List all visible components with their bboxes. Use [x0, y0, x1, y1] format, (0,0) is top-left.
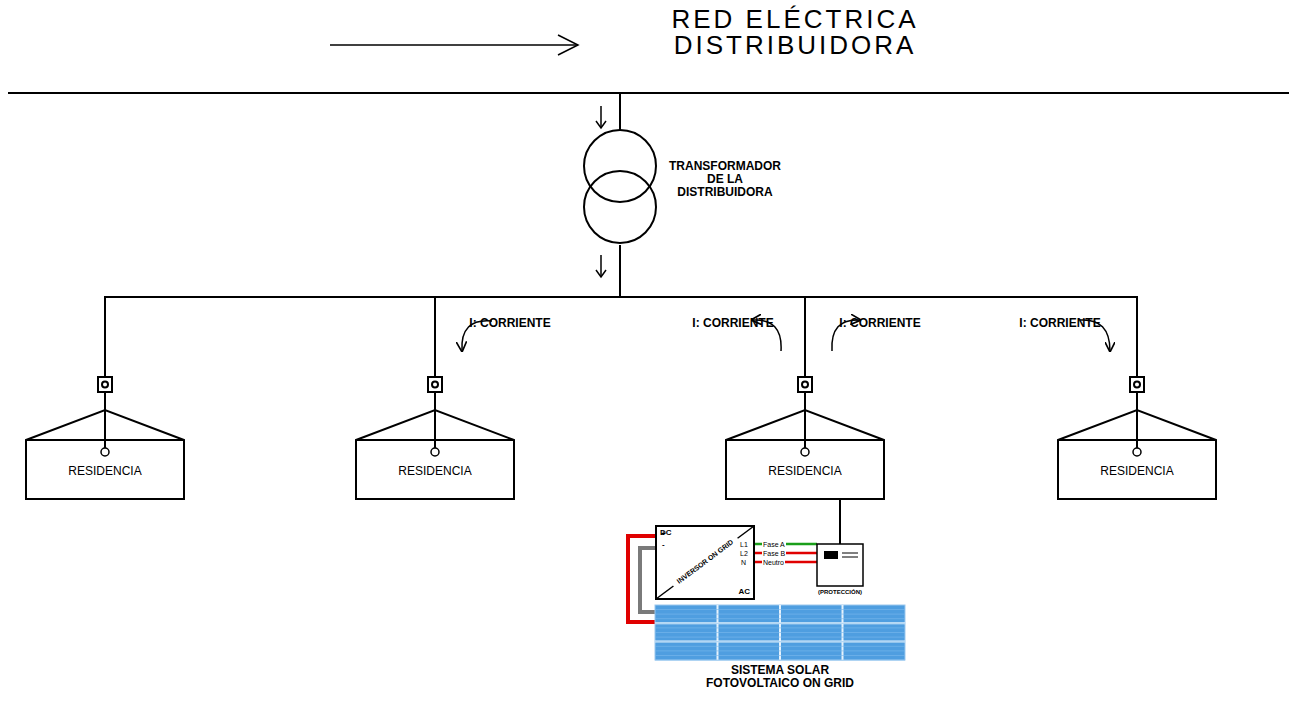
- panel-gap: [655, 622, 905, 624]
- house-outline: [726, 410, 884, 499]
- terminal-label: +: [661, 529, 666, 539]
- cell-line: [655, 660, 905, 661]
- breaker-symbol: [824, 551, 838, 559]
- service-drop: [434, 410, 436, 448]
- current-label: I: CORRIENTE: [460, 316, 560, 330]
- house-outline: [1058, 410, 1216, 499]
- service-drop: [1136, 410, 1138, 448]
- residence-house: RESIDENCIA: [25, 408, 185, 500]
- inverter-outline: [656, 526, 754, 599]
- wire: [640, 548, 655, 612]
- wire: [435, 245, 620, 410]
- cell-line: [655, 632, 905, 633]
- cell-line: [655, 614, 905, 615]
- residence-label: RESIDENCIA: [729, 464, 881, 478]
- connector: [105, 245, 620, 410]
- connector: [435, 245, 620, 410]
- current-label: I: CORRIENTE: [1010, 316, 1110, 330]
- service-drop: [104, 410, 106, 448]
- grid-line: [8, 92, 1289, 94]
- protection-box: (PROTECCIÓN): [812, 543, 868, 599]
- residence-label: RESIDENCIA: [1061, 464, 1213, 478]
- house-outline: [26, 410, 184, 499]
- down-arrow: [596, 106, 606, 277]
- cell-line: [655, 627, 905, 628]
- node-outline: [25, 408, 185, 500]
- solar-panel: [655, 605, 905, 660]
- terminal-label: -: [662, 540, 665, 550]
- outlet-symbol: [101, 448, 109, 456]
- wire-label: Fase A: [762, 540, 786, 549]
- node-outline: [355, 408, 515, 500]
- feeder-line: [619, 93, 621, 130]
- flow-arrowhead: [558, 35, 578, 55]
- outlet-symbol: [1133, 448, 1141, 456]
- wire-label: Neutro: [762, 558, 785, 567]
- wire: [620, 245, 805, 410]
- service-drop: [804, 410, 806, 448]
- residence-label: RESIDENCIA: [359, 464, 511, 478]
- outlet-symbol: [801, 448, 809, 456]
- terminal-label: L2: [740, 549, 748, 558]
- current-label: I: CORRIENTE: [683, 316, 783, 330]
- connector: [620, 245, 805, 410]
- node-outline: [1057, 408, 1217, 500]
- transformer-label: TRANSFORMADOR DE LA DISTRIBUIDORA: [660, 160, 790, 199]
- connector: [628, 536, 655, 622]
- winding-circle: [584, 171, 656, 243]
- diagram-title: RED ELÉCTRICA DISTRIBUIDORA: [625, 6, 965, 58]
- inverter-box: DCINVERSOR ON GRIDAC: [655, 525, 755, 600]
- cell-line: [655, 655, 905, 656]
- house-outline: [356, 410, 514, 499]
- wire: [628, 536, 655, 622]
- wire: [105, 245, 620, 410]
- residence-house: RESIDENCIA: [725, 408, 885, 500]
- transformer: TRANSFORMADOR DE LA DISTRIBUIDORA: [580, 128, 795, 245]
- wire: [839, 500, 841, 544]
- residence-label: RESIDENCIA: [29, 464, 181, 478]
- cell-line: [655, 637, 905, 638]
- current-arc: [462, 320, 1110, 351]
- outlet-symbol: [431, 448, 439, 456]
- connector: [840, 500, 841, 544]
- breaker-mark: [842, 557, 858, 558]
- residence-house: RESIDENCIA: [1057, 408, 1217, 500]
- solar-label: SISTEMA SOLAR FOTOVOLTAICO ON GRID: [685, 664, 875, 690]
- wire: [620, 245, 1137, 410]
- panel-gap: [655, 641, 905, 643]
- cell-line: [655, 650, 905, 651]
- connector: [620, 245, 1137, 410]
- cell-line: [655, 641, 905, 642]
- meter-symbol: [98, 377, 1144, 392]
- breaker-mark: [842, 553, 858, 554]
- terminal-label: L1: [740, 540, 748, 549]
- cell-line: [655, 609, 905, 610]
- node-outline: [725, 408, 885, 500]
- cell-line: [655, 618, 905, 619]
- flow-arrow: [330, 44, 578, 46]
- cell-line: [655, 623, 905, 624]
- protection-label: (PROTECCIÓN): [812, 588, 868, 596]
- terminal-label: N: [741, 558, 746, 567]
- current-label: I: CORRIENTE: [830, 316, 930, 330]
- winding-circle: [584, 130, 656, 202]
- wire-label: Fase B: [762, 549, 786, 558]
- inverter-diagonal: [656, 526, 754, 599]
- ac-label: AC: [738, 587, 750, 596]
- residence-house: RESIDENCIA: [355, 408, 515, 500]
- breaker-outline: [817, 544, 863, 586]
- solar-array: SISTEMA SOLAR FOTOVOLTAICO ON GRID: [655, 605, 905, 693]
- cell-line: [655, 646, 905, 647]
